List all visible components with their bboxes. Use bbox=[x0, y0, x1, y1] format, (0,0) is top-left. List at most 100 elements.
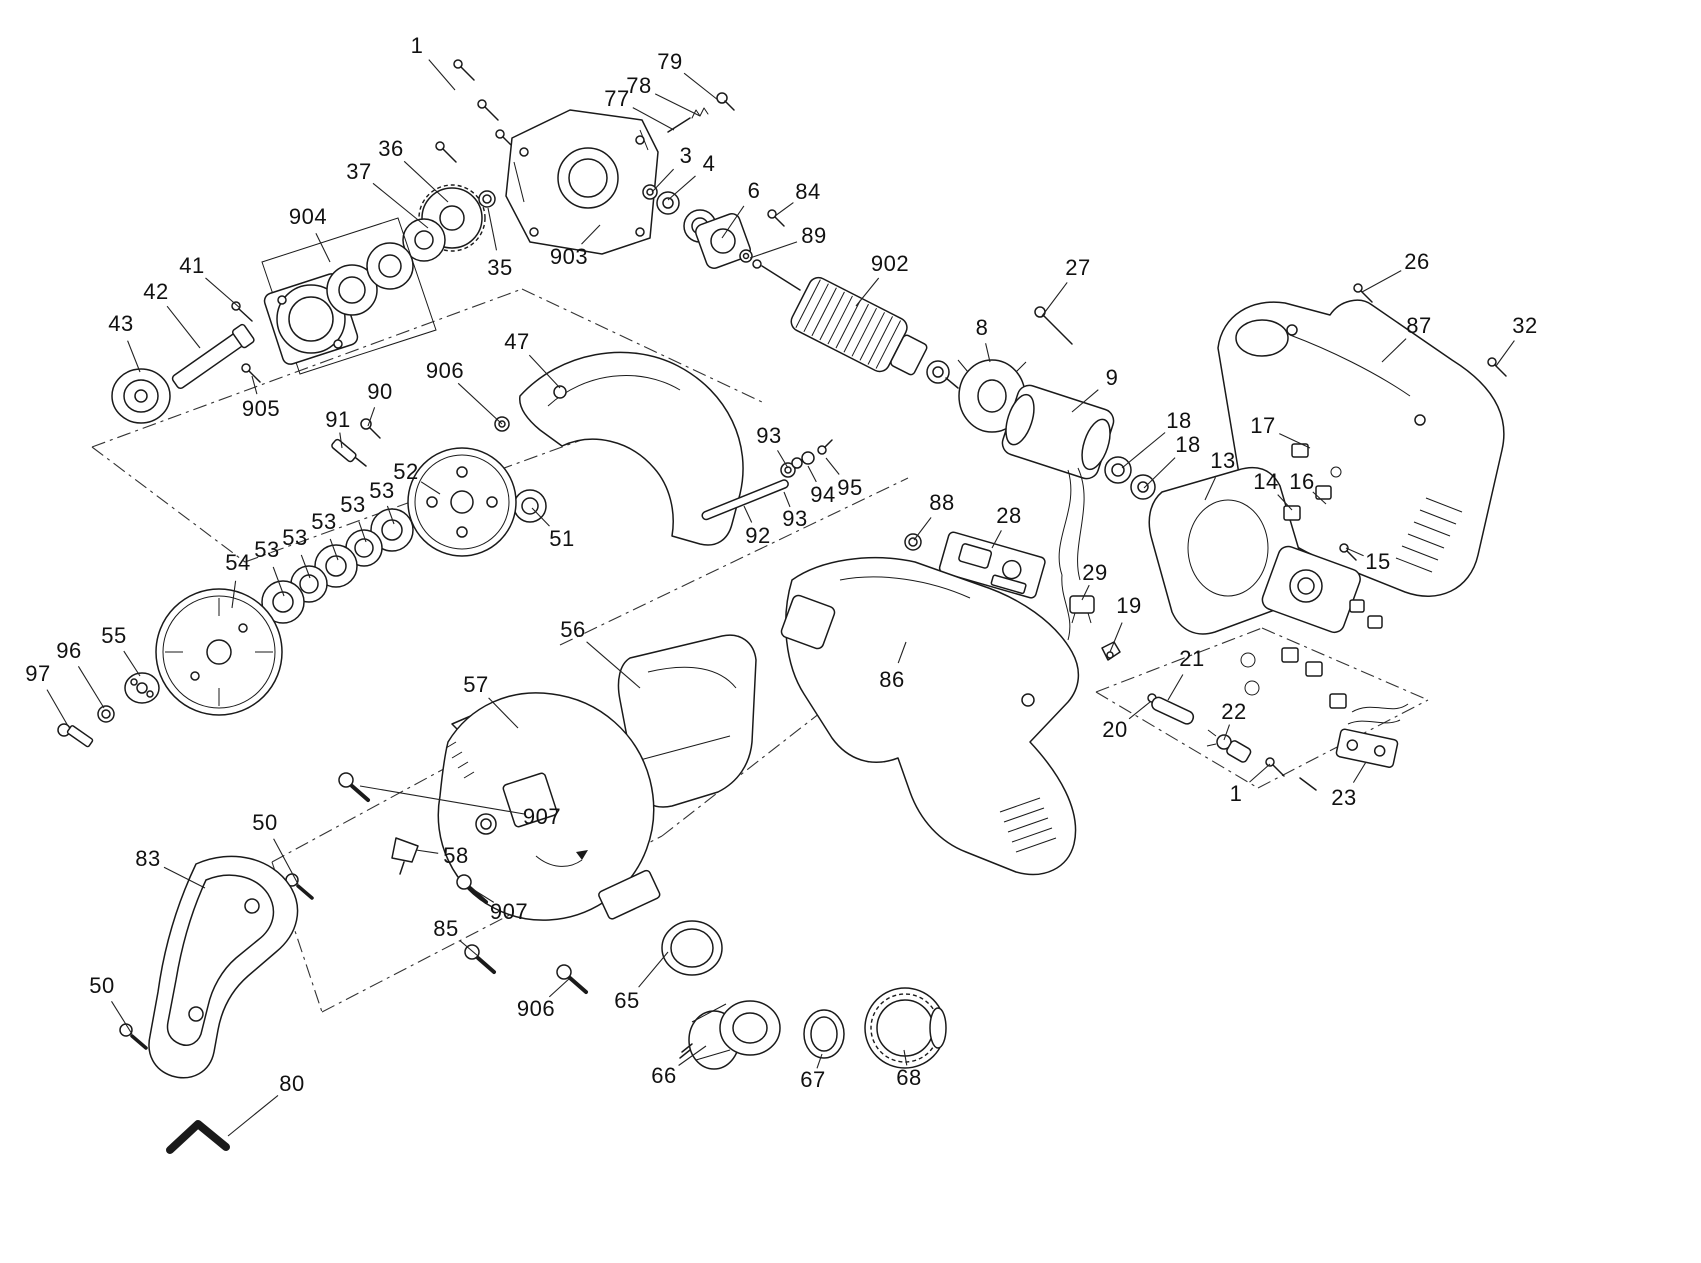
leader-line bbox=[825, 457, 840, 475]
leader-line bbox=[420, 481, 441, 495]
leader-line bbox=[166, 305, 201, 349]
leader-line bbox=[111, 1001, 133, 1035]
leader-line bbox=[428, 59, 456, 91]
leader-line bbox=[816, 1053, 823, 1069]
leader-line bbox=[531, 507, 550, 527]
leader-line bbox=[985, 343, 991, 363]
loose-screws bbox=[119, 772, 588, 1050]
leader-line bbox=[1167, 674, 1184, 701]
screw-41 bbox=[231, 301, 253, 322]
knob-68 bbox=[864, 987, 947, 1069]
leader-line bbox=[1381, 338, 1407, 363]
leader-line bbox=[488, 697, 519, 729]
leader-line bbox=[1081, 584, 1090, 601]
leader-line bbox=[586, 641, 641, 689]
leader-line bbox=[367, 407, 376, 427]
ring-67 bbox=[803, 1009, 845, 1059]
leader-line bbox=[359, 785, 525, 815]
gears bbox=[402, 184, 496, 262]
leader-lines bbox=[46, 59, 1515, 1137]
leader-line bbox=[1312, 491, 1327, 505]
spindle-parts bbox=[642, 184, 801, 291]
leader-line bbox=[251, 375, 258, 395]
spacers-53 bbox=[261, 508, 414, 624]
leader-line bbox=[1249, 763, 1271, 783]
leader-line bbox=[329, 538, 339, 561]
leader-line bbox=[1361, 270, 1402, 293]
leader-line bbox=[1204, 477, 1216, 501]
leader-line bbox=[1041, 282, 1068, 317]
leader-line bbox=[1143, 457, 1176, 489]
inner-guard bbox=[617, 634, 757, 808]
leader-line bbox=[1071, 389, 1099, 413]
leader-line bbox=[903, 1049, 908, 1066]
leader-line bbox=[358, 521, 367, 543]
leader-line bbox=[1279, 433, 1311, 449]
leader-line bbox=[1128, 701, 1151, 720]
leader-line bbox=[638, 951, 669, 988]
leader-line bbox=[372, 182, 429, 229]
leader-line bbox=[127, 340, 141, 373]
leader-line bbox=[1223, 724, 1231, 741]
adjust-screw-set bbox=[667, 92, 735, 133]
upper-blade-guard bbox=[519, 351, 744, 546]
leader-line bbox=[459, 940, 479, 957]
leader-line bbox=[273, 838, 299, 885]
lower-guard bbox=[437, 692, 723, 976]
leader-line bbox=[123, 650, 141, 677]
leader-line bbox=[227, 1094, 279, 1137]
leader-line bbox=[855, 277, 880, 307]
leader-line bbox=[678, 1045, 707, 1066]
blade-52 bbox=[407, 447, 547, 557]
gear-housing bbox=[505, 109, 659, 255]
leader-line bbox=[667, 175, 696, 201]
leader-line bbox=[1495, 340, 1515, 367]
leader-line bbox=[777, 450, 789, 469]
leader-line bbox=[205, 277, 241, 309]
switch-group bbox=[904, 531, 1121, 661]
leader-line bbox=[231, 580, 237, 609]
leader-line bbox=[749, 241, 798, 259]
screws-1 bbox=[435, 59, 517, 163]
lever-58 bbox=[391, 837, 419, 875]
leader-line bbox=[77, 666, 105, 709]
leader-line bbox=[487, 207, 498, 251]
brush-and-endcap-parts bbox=[1240, 443, 1409, 725]
bearing-assembly-904 bbox=[261, 217, 437, 375]
leader-line bbox=[528, 354, 561, 389]
bearings-18 bbox=[1104, 456, 1169, 510]
leader-line bbox=[1277, 494, 1293, 511]
leader-line bbox=[300, 554, 311, 579]
front-handle bbox=[148, 855, 299, 1079]
leader-line bbox=[897, 641, 907, 664]
leader-line bbox=[991, 530, 1002, 549]
screw-905 bbox=[241, 363, 261, 383]
hose-elbow bbox=[679, 1000, 781, 1070]
spindle-shaft bbox=[111, 323, 255, 424]
leader-line bbox=[1121, 432, 1166, 469]
blade-54 bbox=[155, 588, 283, 716]
leader-line bbox=[683, 72, 719, 101]
leader-line bbox=[651, 168, 675, 193]
leader-line bbox=[272, 566, 285, 597]
leader-line bbox=[581, 224, 601, 245]
leader-line bbox=[386, 505, 395, 525]
screw-32 bbox=[1487, 357, 1507, 377]
leader-line bbox=[1345, 547, 1364, 557]
leader-line bbox=[743, 505, 753, 523]
leader-line bbox=[339, 432, 343, 449]
leader-line bbox=[807, 465, 817, 483]
depth-rod bbox=[701, 439, 833, 521]
bolt-27 bbox=[1034, 306, 1073, 345]
leader-line bbox=[1352, 761, 1367, 783]
leader-line bbox=[403, 160, 449, 203]
leader-line bbox=[46, 689, 69, 727]
leader-line bbox=[721, 205, 745, 239]
cord-parts bbox=[1147, 693, 1399, 791]
stator bbox=[1001, 384, 1115, 641]
leader-line bbox=[415, 849, 439, 854]
leader-line bbox=[654, 93, 701, 117]
armature bbox=[790, 276, 959, 389]
leader-line bbox=[632, 107, 675, 131]
